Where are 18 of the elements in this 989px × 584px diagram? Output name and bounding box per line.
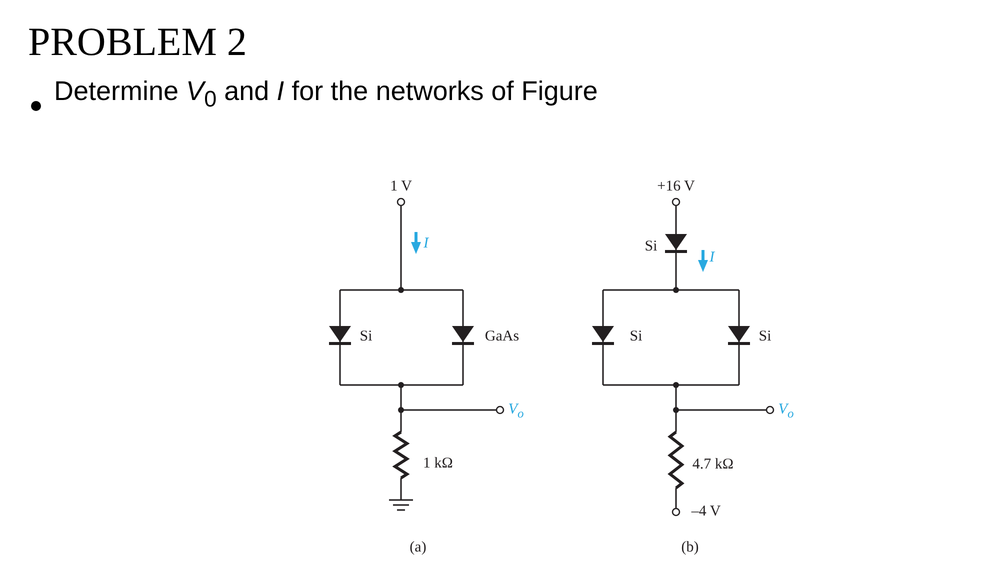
resistance-label: 4.7 kΩ <box>692 458 734 472</box>
diode-label: Si <box>630 330 642 344</box>
output-label: V$_{o}$ <box>778 402 794 420</box>
title: PROBLEM 2 <box>28 22 247 62</box>
figure-caption: (a) <box>410 540 426 556</box>
figure-caption: (b) <box>681 540 699 556</box>
output-label: V$_{o}$ <box>508 402 524 420</box>
diode-label: Si <box>758 330 772 344</box>
diode-label: Si <box>644 240 658 254</box>
diode-label: GaAs <box>484 330 520 344</box>
voltage-label: 1 V <box>390 180 412 194</box>
diode-label: Si <box>360 330 372 344</box>
problem-text: Determine V$_{0}$ and I for the networks of Figure <box>54 78 598 111</box>
current-label: I <box>424 236 428 252</box>
voltage-label: +16 V <box>657 180 695 194</box>
current-label: I <box>710 250 714 266</box>
voltage-label: –4 V <box>691 504 721 520</box>
resistance-label: 1 kΩ <box>423 456 453 472</box>
